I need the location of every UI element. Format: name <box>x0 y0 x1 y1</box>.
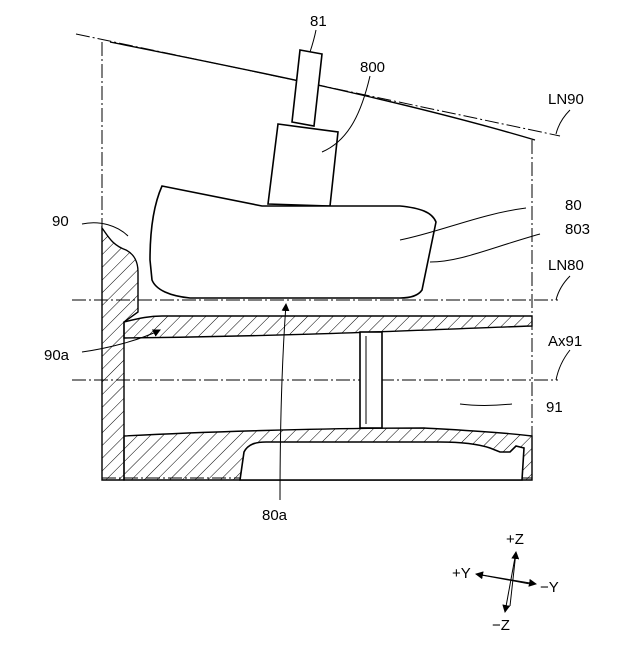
y-axis-arrow-minus <box>476 574 536 584</box>
axis-label-plus-y: +Y <box>452 565 471 582</box>
shaft-81 <box>268 50 338 206</box>
axis-label-minus-y: −Y <box>540 579 559 596</box>
label-90a: 90a <box>44 347 70 364</box>
coordinate-indicator: +Z −Z +Y −Y <box>452 531 559 634</box>
label-80: 80 <box>565 197 582 214</box>
label-ax91: Ax91 <box>548 333 582 350</box>
label-800: 800 <box>360 59 385 76</box>
lower-cutout <box>240 442 524 480</box>
label-ln90: LN90 <box>548 91 584 108</box>
axis-label-minus-z: −Z <box>492 617 510 634</box>
post <box>360 332 382 428</box>
label-80a: 80a <box>262 507 288 524</box>
label-ln80: LN80 <box>548 257 584 274</box>
shaft-top <box>292 50 322 126</box>
upper-plate <box>124 316 532 338</box>
label-91: 91 <box>546 399 563 416</box>
axis-label-plus-z: +Z <box>506 531 524 548</box>
post-body <box>360 332 382 428</box>
label-81: 81 <box>310 13 327 30</box>
shaft-holder-800 <box>268 124 338 206</box>
label-803: 803 <box>565 221 590 238</box>
label-90: 90 <box>52 213 69 230</box>
